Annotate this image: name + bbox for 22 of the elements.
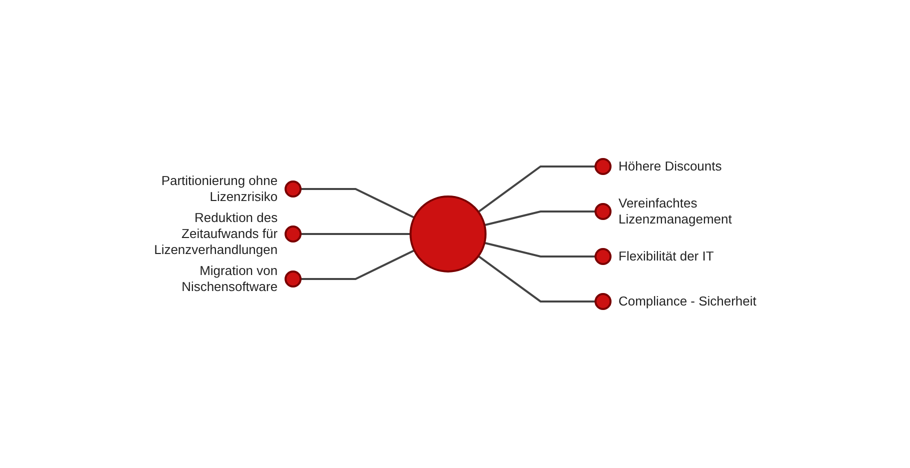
node-caption: Vereinfachtes Lizenzmanagement bbox=[618, 196, 732, 226]
node-caption: Compliance - Sicherheit bbox=[618, 293, 756, 308]
sphere-node bbox=[284, 226, 302, 242]
connector-line bbox=[484, 210, 596, 226]
node-caption: Migration von Nischensoftware bbox=[181, 263, 278, 294]
connector-line bbox=[484, 242, 596, 258]
node-caption: Partitionierung ohne Lizenzrisiko bbox=[160, 173, 278, 204]
sphere-node bbox=[409, 196, 486, 272]
node-caption: Reduktion des Zeitaufwands für Lizenzverhandlungen bbox=[154, 210, 278, 257]
connector-line bbox=[300, 250, 414, 280]
node-caption: Höhere Discounts bbox=[618, 158, 722, 174]
sphere-node bbox=[284, 180, 302, 198]
sphere-node bbox=[594, 203, 612, 220]
connector-line bbox=[300, 188, 414, 218]
connector-line bbox=[300, 233, 410, 235]
sphere-node bbox=[284, 270, 302, 288]
sphere-node bbox=[594, 158, 612, 175]
sphere-node bbox=[594, 292, 612, 310]
node-caption: Flexibilität der IT bbox=[618, 248, 714, 264]
connector-line bbox=[477, 255, 596, 302]
connector-line bbox=[477, 166, 596, 213]
sphere-node bbox=[594, 248, 612, 265]
